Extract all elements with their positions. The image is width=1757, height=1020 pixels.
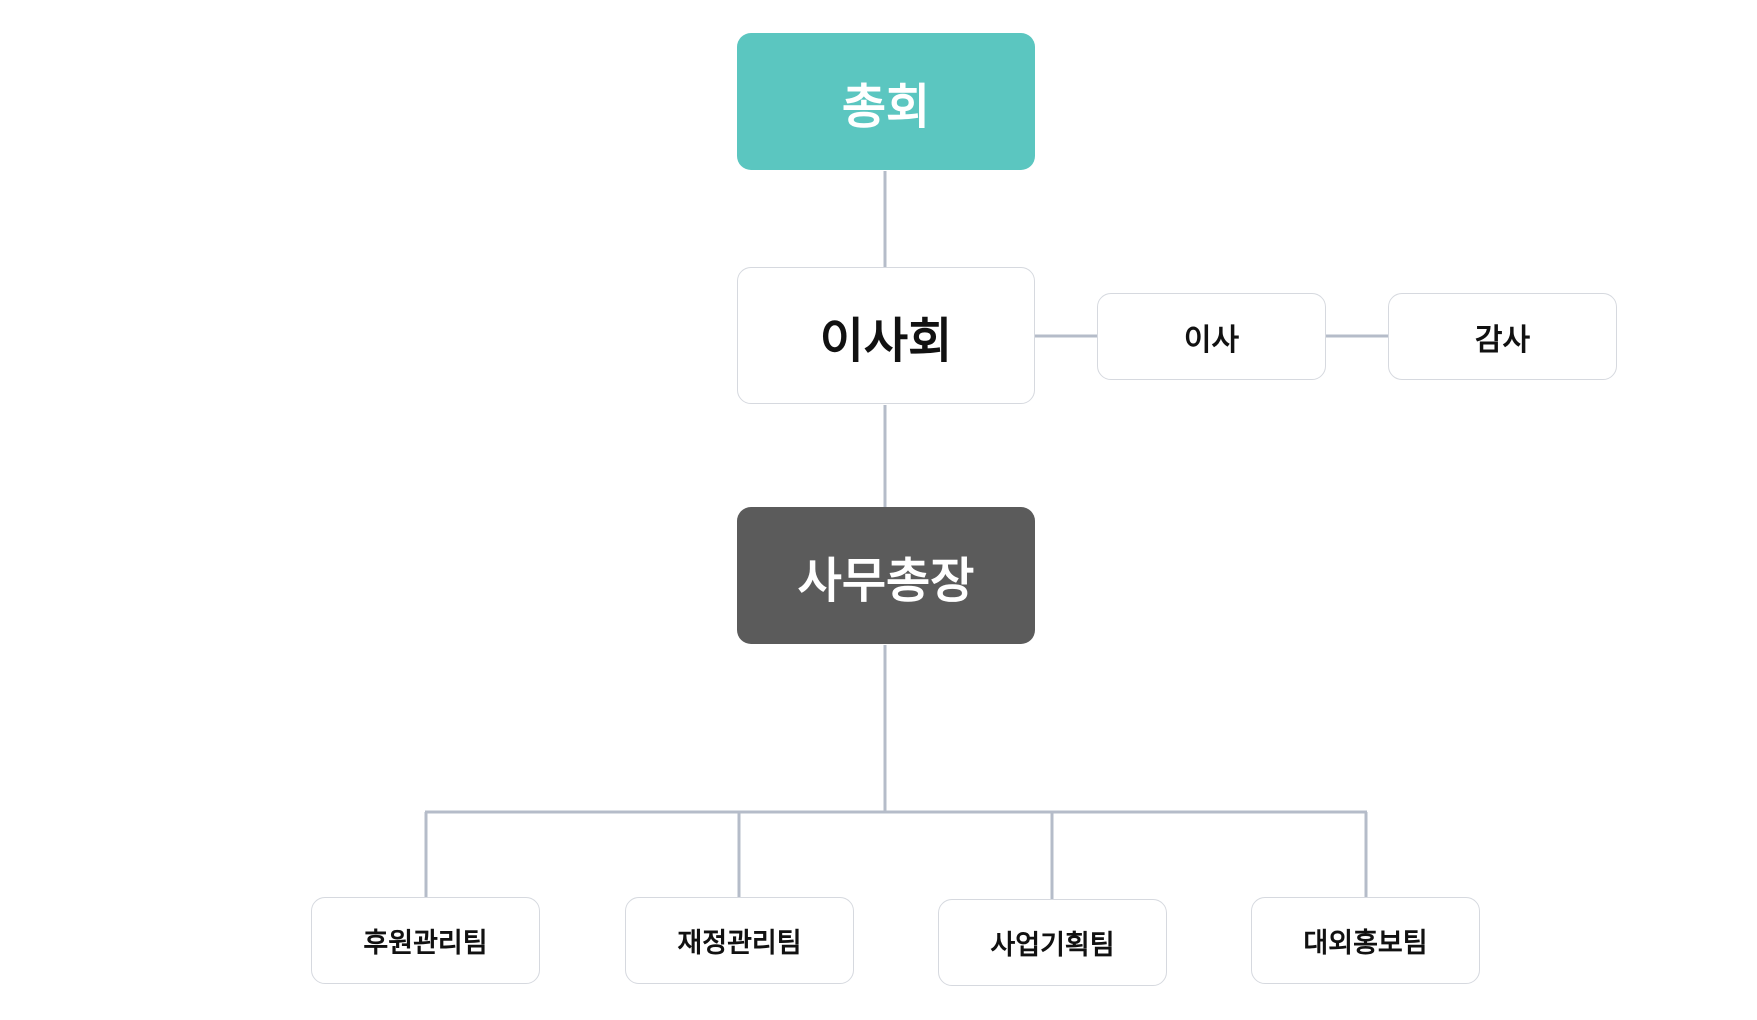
secretary-general-node: 사무총장 bbox=[737, 507, 1035, 644]
team-node-planning: 사업기획팀 bbox=[938, 899, 1167, 986]
general-assembly-label: 총회 bbox=[841, 78, 931, 135]
director-node: 이사 bbox=[1097, 293, 1326, 380]
team-node-finance: 재정관리팀 bbox=[625, 897, 854, 984]
board-label: 이사회 bbox=[819, 312, 953, 369]
auditor-node: 감사 bbox=[1388, 293, 1617, 380]
team-label: 대외홍보팀 bbox=[1303, 928, 1428, 959]
general-assembly-node: 총회 bbox=[737, 33, 1035, 170]
team-label: 재정관리팀 bbox=[677, 928, 802, 959]
team-node-public-relations: 대외홍보팀 bbox=[1251, 897, 1480, 984]
team-label: 사업기획팀 bbox=[990, 930, 1115, 961]
team-label: 후원관리팀 bbox=[363, 928, 488, 959]
auditor-label: 감사 bbox=[1474, 322, 1531, 358]
board-node: 이사회 bbox=[737, 267, 1035, 404]
secretary-general-label: 사무총장 bbox=[797, 552, 975, 609]
team-node-sponsorship: 후원관리팀 bbox=[311, 897, 540, 984]
director-label: 이사 bbox=[1183, 322, 1240, 358]
